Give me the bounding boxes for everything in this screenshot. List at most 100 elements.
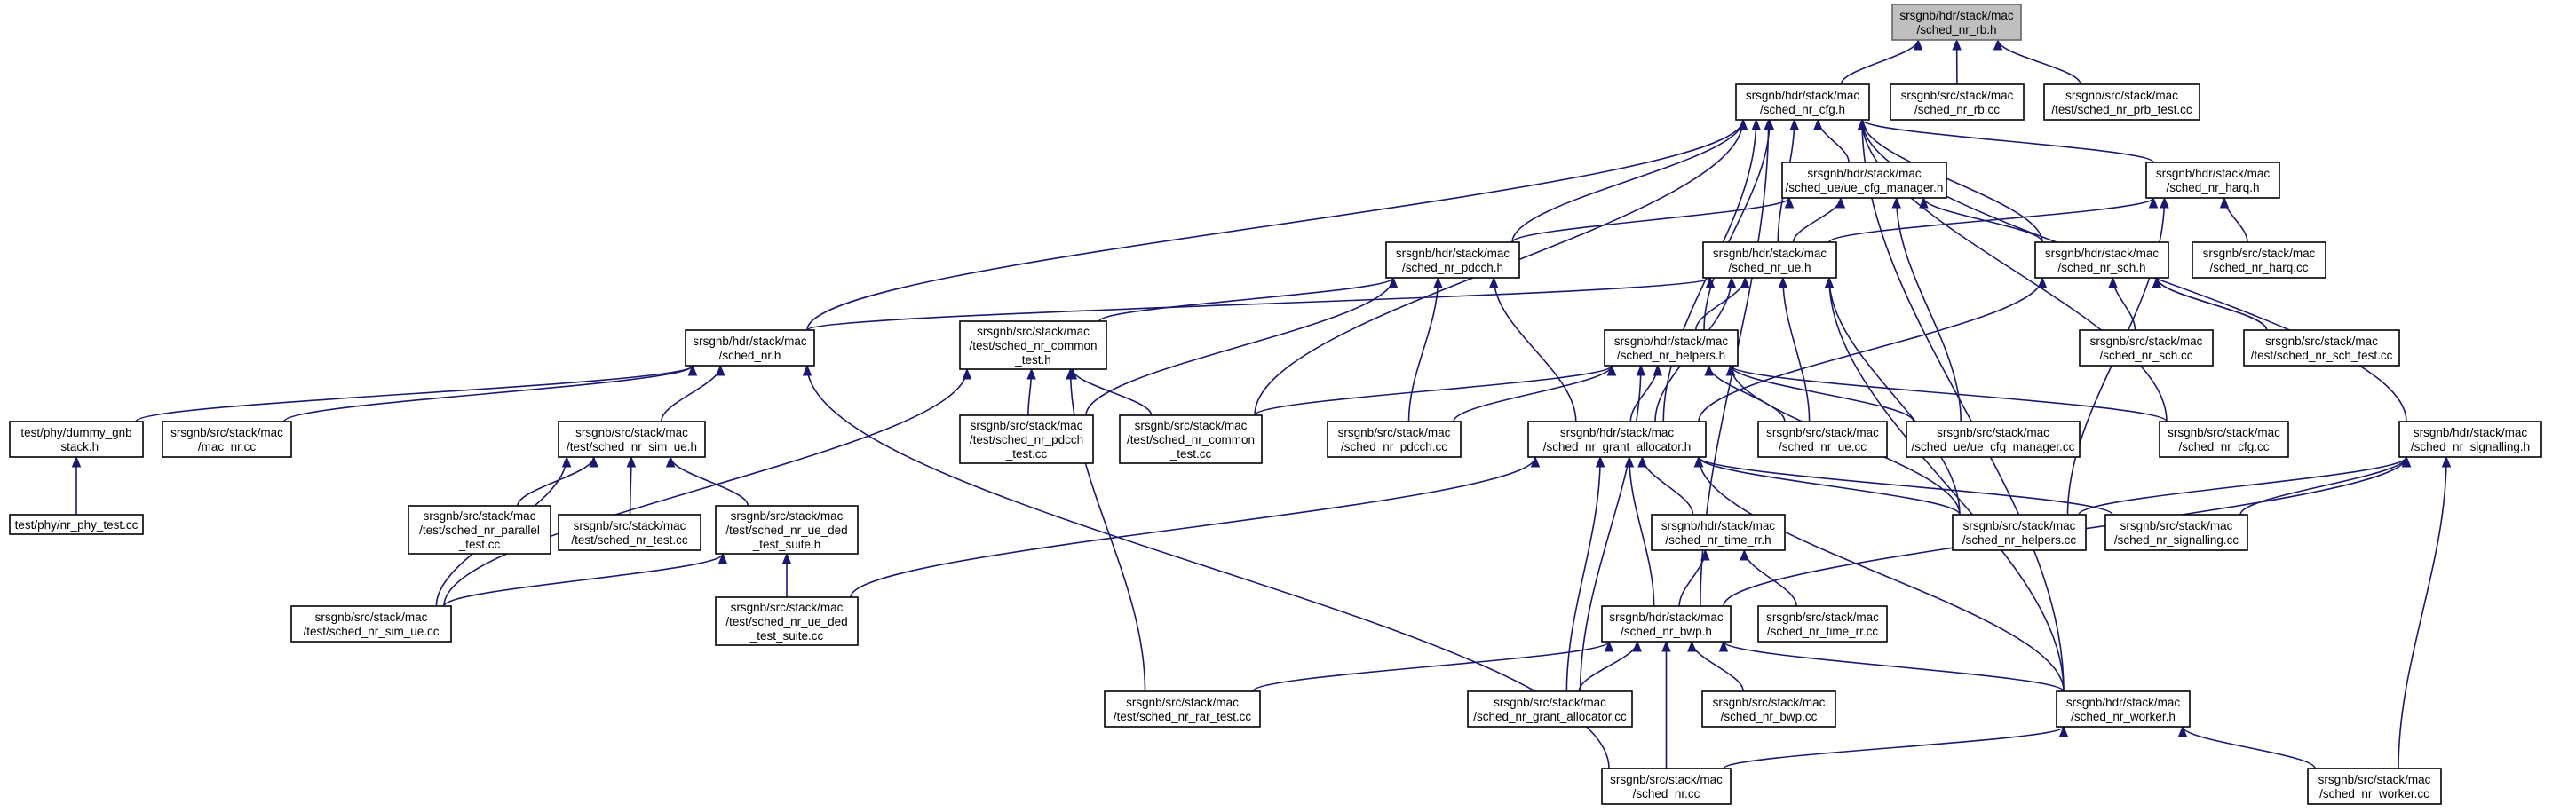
graph-node-dummy-gnb[interactable]: test/phy/dummy_gnb_stack.h (9, 421, 144, 458)
dependency-edge (2156, 277, 2268, 331)
node-label-line: /sched_nr_bwp.h (1621, 625, 1712, 638)
edge-arrowhead (1891, 196, 1901, 209)
graph-node-time-rr-cc[interactable]: srsgnb/src/stack/mac/sched_nr_time_rr.cc (1757, 605, 1888, 643)
graph-node-rar-test[interactable]: srsgnb/src/stack/mac/test/sched_nr_rar_t… (1104, 690, 1261, 728)
node-label-line: srsgnb/src/stack/mac (1937, 426, 2049, 439)
graph-node-rb-h[interactable]: srsgnb/hdr/stack/mac/sched_nr_rb.h (1891, 4, 2022, 41)
node-box (1467, 690, 1633, 728)
graph-node-sched-cc[interactable]: srsgnb/src/stack/mac/sched_nr.cc (1601, 768, 1732, 805)
node-box (2159, 421, 2289, 458)
graph-node-rb-cc[interactable]: srsgnb/src/stack/mac/sched_nr_rb.cc (1890, 83, 2025, 121)
graph-node-common-test-cc[interactable]: srsgnb/src/stack/mac/test/sched_nr_commo… (1119, 414, 1263, 464)
graph-node-ue-cc[interactable]: srsgnb/src/stack/mac/sched_nr_ue.cc (1757, 421, 1888, 458)
edge-arrowhead (2037, 276, 2048, 288)
node-label-line: /sched_nr_harq.cc (2209, 261, 2308, 274)
graph-node-signalling-cc[interactable]: srsgnb/src/stack/mac/sched_nr_signalling… (2104, 514, 2248, 551)
dependency-edge (1730, 365, 1914, 422)
edge-arrowhead (1026, 367, 1036, 380)
graph-node-prb-test[interactable]: srsgnb/src/stack/mac/test/sched_nr_prb_t… (2043, 83, 2200, 121)
node-label-line: /sched_ue/ue_cfg_manager.cc (1912, 440, 2075, 453)
graph-node-test-cc[interactable]: srsgnb/src/stack/mac/test/sched_nr_test.… (558, 514, 701, 551)
graph-node-grant-alloc-cc[interactable]: srsgnb/src/stack/mac/sched_nr_grant_allo… (1467, 690, 1633, 728)
graph-node-pdcch-test[interactable]: srsgnb/src/stack/mac/test/sched_nr_pdcch… (959, 414, 1094, 464)
graph-node-ue-ded-cc[interactable]: srsgnb/src/stack/mac/test/sched_nr_ue_de… (715, 596, 859, 646)
dependency-edge (1493, 277, 1577, 422)
node-box (558, 421, 706, 458)
dependency-edge (1252, 641, 1610, 692)
graph-node-sched-h[interactable]: srsgnb/hdr/stack/mac/sched_nr.h (685, 329, 815, 367)
graph-node-sch-cc[interactable]: srsgnb/src/stack/mac/sched_nr_sch.cc (2079, 329, 2214, 367)
node-box (1327, 421, 1462, 458)
edge-arrowhead (962, 367, 972, 380)
node-label-line: /test/sched_nr_pdcch (970, 433, 1083, 446)
edge-arrowhead (1784, 196, 1795, 209)
edge-arrowhead (1700, 548, 1710, 561)
graph-node-worker-cc[interactable]: srsgnb/src/stack/mac/sched_nr_worker.cc (2307, 768, 2442, 805)
graph-node-mac-nr-cc[interactable]: srsgnb/src/stack/mac/mac_nr.cc (162, 421, 292, 458)
node-box (1757, 421, 1888, 458)
graph-node-bwp-cc[interactable]: srsgnb/src/stack/mac/sched_nr_bwp.cc (1701, 690, 1836, 728)
dependency-edge (1840, 39, 1919, 85)
dependency-edge (1511, 197, 1790, 243)
node-box (1651, 514, 1786, 551)
dependency-edge (1743, 549, 1797, 607)
graph-node-ue-ded-h[interactable]: srsgnb/src/stack/mac/test/sched_nr_ue_de… (715, 505, 859, 555)
node-box (1702, 241, 1837, 279)
graph-node-cfg-h[interactable]: srsgnb/hdr/stack/mac/sched_nr_cfg.h (1735, 83, 1870, 121)
graph-node-parallel-test[interactable]: srsgnb/src/stack/mac/test/sched_nr_paral… (408, 505, 551, 555)
dependency-edge (1723, 726, 2065, 769)
node-label-line: srsgnb/src/stack/mac (2265, 335, 2378, 348)
graph-node-common-test-h[interactable]: srsgnb/src/stack/mac/test/sched_nr_commo… (959, 320, 1107, 370)
node-label-line: srsgnb/src/stack/mac (2318, 773, 2431, 786)
graph-node-nr-phy-test[interactable]: test/phy/nr_phy_test.cc (9, 514, 144, 535)
node-label-line: srsgnb/src/stack/mac (1713, 696, 1826, 709)
node-label-line: _test_suite.cc (749, 629, 824, 643)
edge-arrowhead (2148, 196, 2159, 209)
edge-arrowhead (2160, 196, 2169, 209)
graph-node-bwp-h[interactable]: srsgnb/hdr/stack/mac/sched_nr_bwp.h (1601, 605, 1732, 643)
node-label-line: /sched_nr_signalling.h (2411, 440, 2530, 453)
graph-node-sch-test[interactable]: srsgnb/src/stack/mac/test/sched_nr_sch_t… (2243, 329, 2400, 367)
graph-node-time-rr-h[interactable]: srsgnb/hdr/stack/mac/sched_nr_time_rr.h (1651, 514, 1786, 551)
graph-node-cfg-cc[interactable]: srsgnb/src/stack/mac/sched_nr_cfg.cc (2159, 421, 2289, 458)
edge-arrowhead (781, 552, 792, 564)
node-label-line: /sched_nr_sch.h (2057, 261, 2145, 274)
graph-node-harq-h[interactable]: srsgnb/hdr/stack/mac/sched_nr_harq.h (2145, 162, 2280, 199)
dependency-edge (517, 456, 595, 507)
node-label-line: srsgnb/src/stack/mac (1126, 696, 1239, 709)
dependency-edge (283, 365, 694, 422)
graph-node-sch-h[interactable]: srsgnb/hdr/stack/mac/sched_nr_sch.h (2034, 241, 2169, 279)
graph-node-helpers-h[interactable]: srsgnb/hdr/stack/mac/sched_nr_helpers.h (1604, 329, 1739, 367)
edge-arrowhead (1778, 276, 1788, 288)
graph-node-pdcch-h[interactable]: srsgnb/hdr/stack/mac/sched_nr_pdcch.h (1385, 241, 1520, 279)
graph-node-sim-ue-cc[interactable]: srsgnb/src/stack/mac/test/sched_nr_sim_u… (290, 605, 452, 643)
node-label-line: /test/sched_nr_prb_test.cc (2051, 103, 2192, 116)
node-box (1601, 768, 1732, 805)
edge-arrowhead (1824, 276, 1835, 288)
dependency-edge (1861, 119, 2154, 163)
graph-node-worker-h[interactable]: srsgnb/hdr/stack/mac/sched_nr_worker.h (2056, 690, 2191, 728)
graph-node-ue-cfg-mgr-h[interactable]: srsgnb/hdr/stack/mac/sched_ue/ue_cfg_man… (1781, 162, 1947, 199)
graph-node-grant-alloc-h[interactable]: srsgnb/hdr/stack/mac/sched_nr_grant_allo… (1527, 421, 1707, 458)
node-box (1735, 83, 1870, 121)
node-label-line: srsgnb/src/stack/mac (1766, 611, 1879, 624)
graph-node-sim-ue-h[interactable]: srsgnb/src/stack/mac/test/sched_nr_sim_u… (558, 421, 706, 458)
node-label-line: /sched_nr.h (719, 349, 781, 362)
graph-node-signalling-h[interactable]: srsgnb/hdr/stack/mac/sched_nr_signalling… (2398, 421, 2542, 458)
graph-node-helpers-cc[interactable]: srsgnb/src/stack/mac/sched_nr_helpers.cc (1952, 514, 2087, 551)
node-label-line: srsgnb/hdr/stack/mac (1614, 335, 1729, 348)
node-box (1757, 605, 1888, 643)
node-label-line: /sched_nr_sch.cc (2099, 349, 2192, 362)
node-label-line: _test_suite.h (752, 538, 821, 551)
edge-arrowhead (1751, 118, 1761, 130)
node-label-line: srsgnb/hdr/stack/mac (2045, 247, 2160, 260)
graph-node-ue-h[interactable]: srsgnb/hdr/stack/mac/sched_nr_ue.h (1702, 241, 1837, 279)
node-label-line: srsgnb/hdr/stack/mac (693, 335, 807, 348)
graph-node-harq-cc[interactable]: srsgnb/src/stack/mac/sched_nr_harq.cc (2192, 241, 2326, 279)
node-box (1527, 421, 1707, 458)
dependency-edge (1792, 197, 1842, 243)
node-label-line: srsgnb/src/stack/mac (1901, 89, 2014, 102)
dependency-edge (1579, 365, 1642, 692)
graph-node-ue-cfg-mgr-cc[interactable]: srsgnb/src/stack/mac/sched_ue/ue_cfg_man… (1906, 421, 2081, 458)
graph-node-pdcch-cc[interactable]: srsgnb/src/stack/mac/sched_nr_pdcch.cc (1327, 421, 1462, 458)
